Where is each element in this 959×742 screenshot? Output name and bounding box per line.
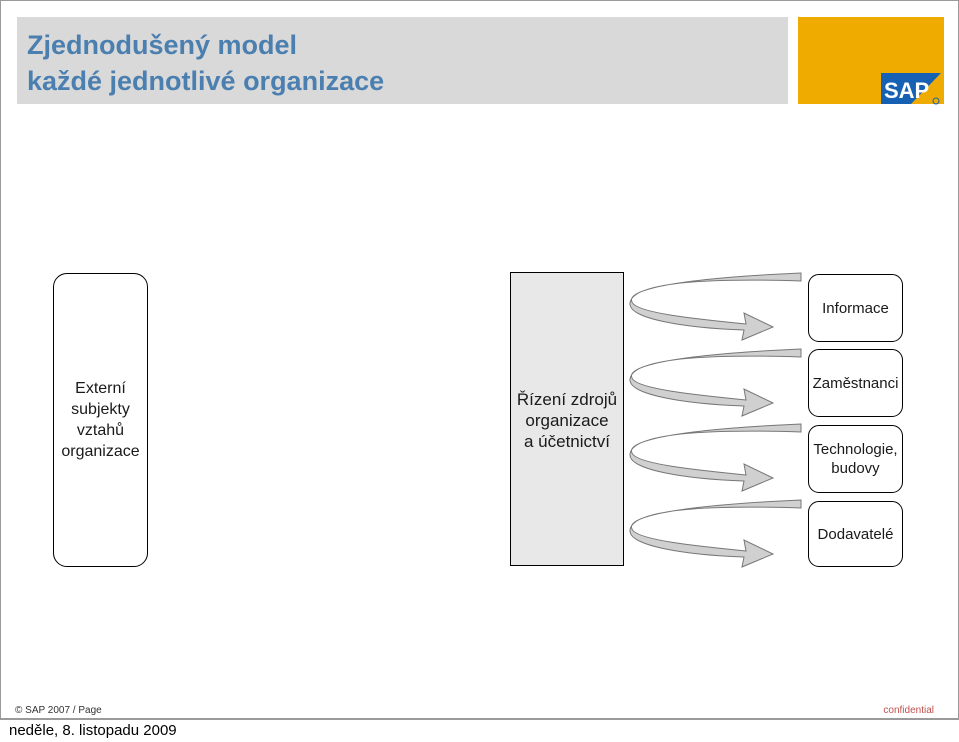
- title-line-1: Zjednodušený model: [27, 30, 298, 60]
- sap-logo-text: SAP: [884, 78, 929, 103]
- copyright-icon: ©: [15, 705, 23, 716]
- resource-box-technology: Technologie, budovy: [808, 425, 903, 493]
- curved-arrow-2: [629, 348, 802, 417]
- footer-divider: [0, 718, 959, 719]
- curved-arrow-1: [629, 272, 802, 341]
- slide-title: Zjednodušený model každé jednotlivé orga…: [27, 27, 384, 99]
- resource-label: Informace: [822, 299, 889, 317]
- sap-logo: SAP: [881, 73, 941, 105]
- resource-box-employees: Zaměstnanci: [808, 349, 903, 417]
- slide: Zjednodušený model každé jednotlivé orga…: [0, 0, 959, 720]
- title-line-2: každé jednotlivé organizace: [27, 66, 385, 96]
- registered-mark-icon: [932, 97, 940, 105]
- sap-logo-panel: SAP: [798, 17, 944, 105]
- curved-arrow-4: [629, 499, 802, 568]
- curved-arrow-3: [629, 423, 802, 492]
- confidential-label: confidential: [883, 705, 934, 716]
- external-entities-label: Externí subjekty vztahů organizace: [61, 380, 140, 460]
- resource-management-label: Řízení zdrojů organizace a účetnictví: [516, 390, 618, 451]
- resource-box-suppliers: Dodavatelé: [808, 501, 903, 567]
- resource-management-box: Řízení zdrojů organizace a účetnictví: [510, 272, 624, 566]
- resource-label: Zaměstnanci: [812, 375, 899, 392]
- copyright-footer: © SAP 2007 / Page: [15, 705, 102, 716]
- copyright-text: SAP 2007 / Page: [25, 705, 102, 716]
- resource-box-information: Informace: [808, 274, 903, 342]
- resource-label: Dodavatelé: [817, 525, 894, 543]
- resource-label: Technologie, budovy: [813, 441, 898, 477]
- sap-logo-shape: [881, 73, 941, 104]
- external-entities-box: Externí subjekty vztahů organizace: [53, 273, 148, 567]
- date-footer: neděle, 8. listopadu 2009: [9, 722, 177, 739]
- title-bar: Zjednodušený model každé jednotlivé orga…: [17, 17, 788, 104]
- curved-arrows: [629, 272, 802, 568]
